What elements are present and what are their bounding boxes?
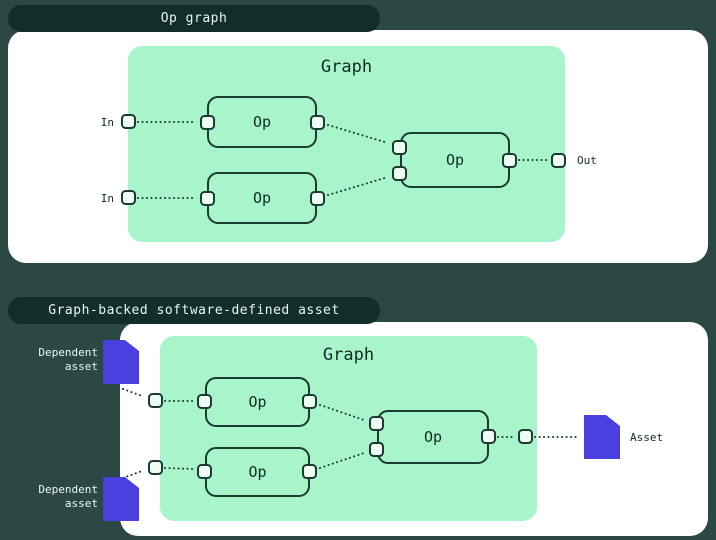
op-node-1: Op: [207, 96, 317, 148]
op2-output-port: [310, 191, 325, 206]
op3b-output-port: [481, 429, 496, 444]
asset2-port: [148, 460, 163, 475]
op3-input-port-bottom: [392, 166, 407, 181]
op-node-2-label: Op: [252, 189, 272, 207]
op3b-input-port-top: [369, 416, 384, 431]
in2-port: [121, 190, 136, 205]
op-node-2b-label: Op: [248, 463, 267, 481]
dependent-asset-icon-2: [103, 477, 139, 521]
out-port: [551, 153, 566, 168]
op3b-input-port-bottom: [369, 442, 384, 457]
op-graph-tab-label: Op graph: [160, 11, 228, 26]
output-asset-icon: [584, 415, 620, 459]
op2-input-port: [200, 191, 215, 206]
op1b-input-port: [197, 394, 212, 409]
op-node-3b-label: Op: [423, 428, 443, 446]
in1-label: In: [100, 116, 114, 129]
in1-port: [121, 114, 136, 129]
graph-output-port: [518, 429, 533, 444]
out-label: Out: [577, 154, 597, 167]
op1b-output-port: [302, 394, 317, 409]
op-graph-title: Graph: [320, 57, 373, 77]
asset-graph-title: Graph: [322, 345, 375, 365]
op-node-1b-label: Op: [248, 393, 267, 411]
op-node-3: Op: [400, 132, 510, 188]
op3-input-port-top: [392, 140, 407, 155]
asset1-port: [148, 393, 163, 408]
dependent-asset-label-1: Dependent asset: [38, 346, 98, 373]
op2b-input-port: [197, 464, 212, 479]
op-node-1-label: Op: [252, 113, 272, 131]
dependent-asset-label-2: Dependent asset: [38, 483, 98, 510]
op-node-2b: Op: [205, 447, 310, 497]
op2b-output-port: [302, 464, 317, 479]
asset-graph-tab: Graph-backed software-defined asset: [8, 297, 380, 324]
dependent-asset-icon-1: [103, 340, 139, 384]
op1-input-port: [200, 115, 215, 130]
asset-graph-tab-label: Graph-backed software-defined asset: [48, 303, 340, 318]
op-graph-tab: Op graph: [8, 5, 380, 32]
op3-output-port: [502, 153, 517, 168]
output-asset-label: Asset: [630, 431, 664, 444]
in2-label: In: [100, 192, 114, 205]
op-node-3-label: Op: [445, 151, 465, 169]
op-node-2: Op: [207, 172, 317, 224]
op-node-1b: Op: [205, 377, 310, 427]
op1-output-port: [310, 115, 325, 130]
op-node-3b: Op: [377, 410, 489, 464]
